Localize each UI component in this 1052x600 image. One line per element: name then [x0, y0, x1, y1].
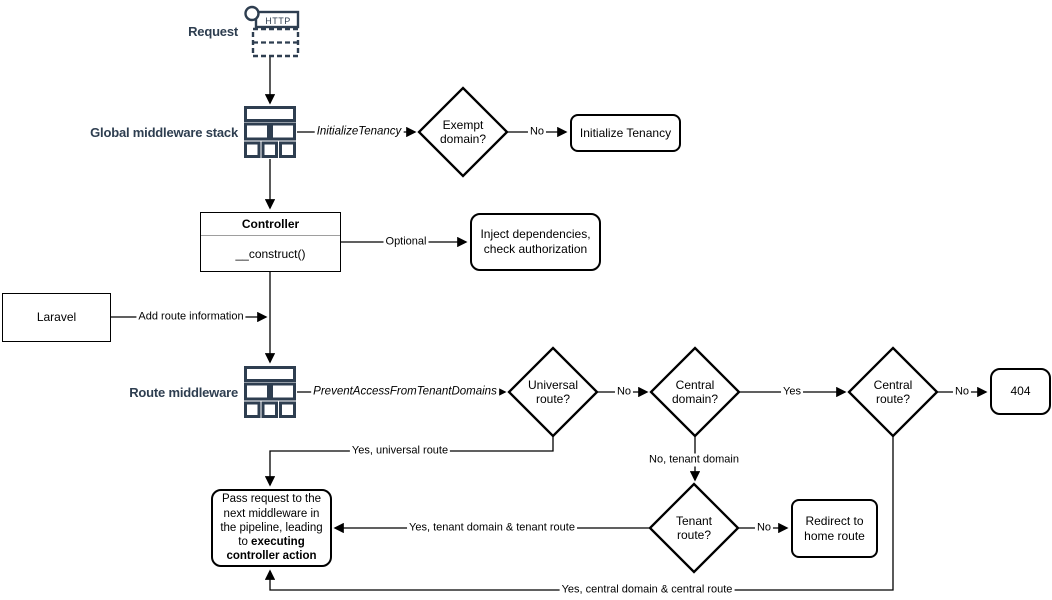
exempt-domain-label: Exempt domain?: [440, 118, 486, 146]
universal-route-line1: Universal: [527, 378, 579, 392]
route-middleware-label: Route middleware: [129, 385, 238, 400]
controller-title: Controller: [201, 213, 340, 236]
universal-route-label: Universal route?: [528, 378, 578, 406]
edge-label-exempt-no: No: [527, 125, 547, 139]
edge-label-initialize-tenancy: InitializeTenancy: [314, 125, 404, 139]
edge-label-yes-tenant-domain-route: Yes, tenant domain & tenant route: [407, 521, 577, 535]
pass-request-line1: Pass request to the: [221, 493, 322, 506]
initialize-tenancy-node: Initialize Tenancy: [570, 114, 681, 152]
universal-route-line2: route?: [535, 392, 571, 406]
exempt-domain-diamond: [417, 86, 509, 178]
route-middleware-stack-icon: [244, 366, 296, 418]
tenant-route-label: Tenant route?: [676, 514, 712, 542]
pass-request-line5-bold: controller action: [226, 550, 317, 563]
request-label: Request: [188, 24, 238, 39]
tenant-route-line1: Tenant: [675, 514, 713, 528]
universal-route-diamond: [507, 346, 599, 438]
pass-request-line4-prefix: to: [238, 536, 252, 549]
global-middleware-label: Global middleware stack: [90, 125, 238, 140]
pass-request-line4-bold: executing: [251, 536, 305, 549]
http-icon-label: HTTP: [265, 16, 291, 26]
exempt-domain-line2: domain?: [439, 132, 487, 146]
404-node: 404: [990, 368, 1051, 415]
central-domain-line1: Central: [675, 378, 715, 392]
central-route-diamond: [847, 346, 939, 438]
controller-node: Controller __construct(): [200, 212, 341, 272]
inject-dependencies-node: Inject dependencies, check authorization: [470, 213, 601, 271]
tenant-route-line2: route?: [676, 528, 712, 542]
inject-line2: check authorization: [483, 242, 588, 256]
redirect-line1: Redirect to: [805, 513, 864, 528]
edge-label-universal-no: No: [614, 385, 634, 399]
inject-line1: Inject dependencies,: [480, 227, 591, 241]
central-route-line2: route?: [875, 392, 911, 406]
redirect-line2: home route: [804, 528, 865, 543]
edge-label-tenant-route-no: No: [754, 521, 774, 535]
global-middleware-stack-icon: [244, 106, 296, 158]
http-request-icon: HTTP: [242, 4, 300, 58]
tenant-route-diamond: [648, 482, 740, 574]
initialize-tenancy-text: Initialize Tenancy: [579, 125, 672, 140]
edge-label-central-route-no: No: [952, 385, 972, 399]
pass-request-node: Pass request to the next middleware in t…: [211, 489, 332, 567]
edge-label-no-tenant-domain: No, tenant domain: [647, 453, 741, 467]
edge-label-yes-central-domain-route: Yes, central domain & central route: [559, 583, 735, 597]
edge-label-central-domain-yes: Yes: [781, 385, 803, 399]
edge-label-prevent-access: PreventAccessFromTenantDomains: [311, 385, 499, 399]
edge-label-yes-universal-route: Yes, universal route: [349, 444, 451, 458]
redirect-home-node: Redirect to home route: [791, 499, 878, 558]
central-route-line1: Central: [873, 378, 913, 392]
central-route-label: Central route?: [874, 378, 913, 406]
central-domain-diamond: [649, 346, 741, 438]
central-domain-line2: domain?: [671, 392, 719, 406]
edge-label-optional: Optional: [383, 235, 429, 249]
pass-request-line5: controller action: [220, 549, 322, 563]
laravel-text: Laravel: [36, 310, 77, 324]
pass-request-line4: to executing: [220, 535, 322, 549]
exempt-domain-line1: Exempt: [442, 118, 484, 132]
404-text: 404: [1010, 384, 1031, 398]
central-domain-label: Central domain?: [672, 378, 718, 406]
pass-request-line3: the pipeline, leading: [220, 521, 323, 534]
edge-label-add-route-information: Add route information: [136, 310, 246, 324]
controller-method: __construct(): [235, 246, 306, 261]
laravel-node: Laravel: [2, 293, 111, 342]
pass-request-line2: next middleware in: [223, 507, 320, 520]
edge-universal-route-to-pass-request: [264, 436, 554, 487]
